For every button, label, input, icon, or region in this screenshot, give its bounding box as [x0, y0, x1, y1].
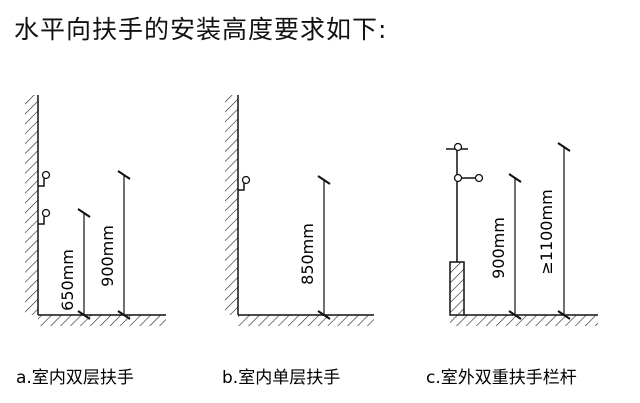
wall-hatch [25, 95, 38, 315]
floor-hatch [238, 315, 374, 326]
wall-hatch [225, 95, 238, 315]
dim-tick [557, 310, 571, 320]
dim-tick [77, 208, 91, 218]
handrail-rail [241, 175, 251, 185]
handrail-lower-icon [38, 216, 45, 225]
dim-tick [117, 310, 131, 320]
page-title: 水平向扶手的安装高度要求如下: [14, 15, 388, 44]
handrail-upper-icon [38, 178, 45, 187]
panel-b: 850mm b.室内单层扶手 [222, 95, 374, 388]
panel-a: 650mm 900mm a.室内双层扶手 [16, 95, 166, 388]
dim-tick [317, 175, 331, 185]
caption-c: c.室外双重扶手栏杆 [426, 368, 577, 388]
rail-lower-left-icon [453, 173, 463, 183]
dim-label-1100: ≥1100mm [537, 189, 556, 274]
dim-label-650: 650mm [58, 249, 77, 311]
dim-label-900: 900mm [489, 217, 508, 279]
dim-tick [117, 170, 131, 180]
curb-hatch [450, 262, 464, 315]
floor-hatch [450, 315, 598, 326]
floor-hatch [38, 315, 166, 326]
dim-tick [77, 310, 91, 320]
caption-a: a.室内双层扶手 [16, 368, 134, 388]
panel-c: 900mm ≥1100mm c.室外双重扶手栏杆 [426, 142, 598, 388]
dim-tick [317, 310, 331, 320]
handrail-upper-rail [41, 170, 51, 180]
dim-label-850: 850mm [298, 223, 317, 285]
rail-lower-right-icon [474, 173, 484, 183]
caption-b: b.室内单层扶手 [222, 368, 340, 388]
dim-tick [508, 173, 522, 183]
handrail-lower-rail [41, 208, 51, 218]
dim-tick [557, 142, 571, 152]
dim-tick [508, 310, 522, 320]
rail-upper-icon [453, 142, 463, 152]
handrail-icon [238, 182, 245, 191]
dim-label-900: 900mm [98, 225, 117, 287]
